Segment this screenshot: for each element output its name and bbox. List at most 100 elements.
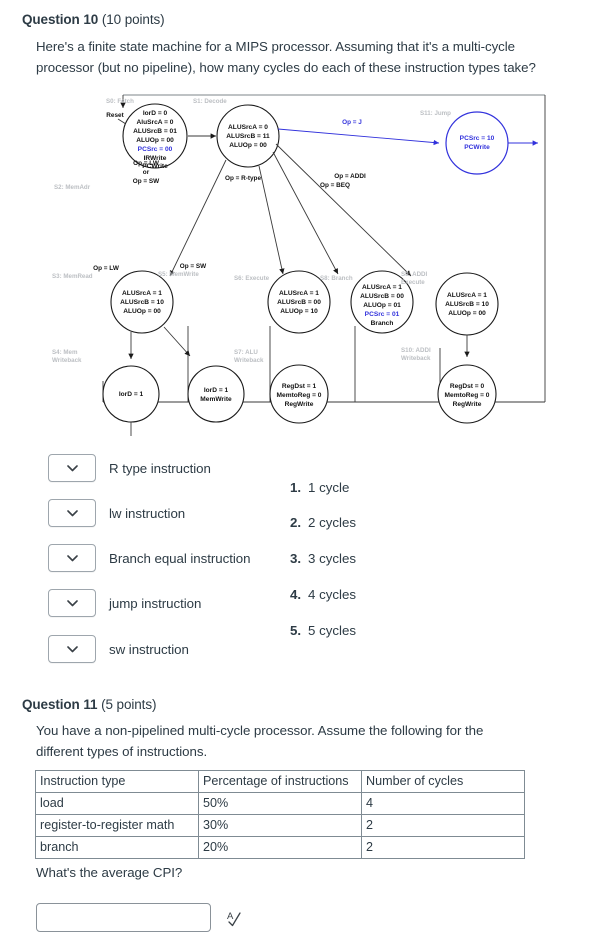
svg-text:RegDst = 1: RegDst = 1	[282, 383, 317, 390]
svg-text:ALUSrcB = 01: ALUSrcB = 01	[133, 128, 177, 135]
svg-text:ALUOp = 01: ALUOp = 01	[363, 302, 401, 309]
svg-text:Execute: Execute	[401, 279, 425, 286]
chevron-down-icon	[66, 509, 78, 516]
svg-text:Op = LW: Op = LW	[93, 265, 120, 272]
dropdown-label-r-type: R type instruction	[109, 460, 211, 476]
table-header-row: Instruction type Percentage of instructi…	[35, 770, 525, 793]
fsm-state-S8	[350, 270, 414, 334]
dropdown-jump-instruction[interactable]	[48, 589, 96, 617]
answer-option-1-number: 1.	[290, 480, 302, 495]
table-header-percentage: Percentage of instructions	[198, 770, 362, 793]
dropdown-branch-equal-instruction[interactable]	[48, 544, 96, 572]
cpi-table: Instruction type Percentage of instructi…	[35, 770, 525, 859]
svg-text:Branch: Branch	[371, 320, 394, 327]
svg-text:IRWrite: IRWrite	[144, 155, 167, 162]
table-cell-type-branch: branch	[35, 836, 199, 859]
dropdown-label-lw: lw instruction	[109, 505, 186, 521]
svg-text:S8: Branch: S8: Branch	[320, 275, 353, 282]
svg-text:S2: MemAdr: S2: MemAdr	[54, 184, 91, 191]
svg-text:MemWrite: MemWrite	[200, 396, 232, 403]
question-11-header: Question 11 (5 points)	[22, 697, 156, 712]
svg-text:Op = BEQ: Op = BEQ	[320, 182, 350, 189]
answer-option-3: 3. 3 cycles	[290, 551, 356, 566]
svg-text:ALUSrcB = 00: ALUSrcB = 00	[360, 293, 404, 300]
svg-text:ALUSrcA = 1: ALUSrcA = 1	[122, 290, 162, 297]
question-10-prompt: Here's a finite state machine for a MIPS…	[36, 36, 556, 78]
chevron-down-icon	[66, 599, 78, 606]
svg-text:ALUOp = 00: ALUOp = 00	[136, 137, 174, 144]
svg-text:S3: MemRead: S3: MemRead	[52, 273, 93, 280]
chevron-down-icon	[66, 554, 78, 561]
answer-option-4-text: 4 cycles	[308, 587, 357, 602]
svg-text:PCWrite: PCWrite	[142, 163, 168, 170]
svg-text:ALUSrcA = 1: ALUSrcA = 1	[362, 284, 402, 291]
svg-text:Op = SW: Op = SW	[133, 178, 160, 185]
svg-text:S4: Mem: S4: Mem	[52, 349, 78, 356]
svg-text:S10: ADDI: S10: ADDI	[401, 347, 431, 354]
svg-text:ALUSrcB = 11: ALUSrcB = 11	[226, 133, 270, 140]
svg-text:ALUOp = 10: ALUOp = 10	[280, 308, 318, 315]
dropdown-lw-instruction[interactable]	[48, 499, 96, 527]
fsm-diagram: .st { fill:#ffffff; stroke:#1a1a1a; stro…	[30, 86, 576, 436]
chevron-down-icon	[66, 645, 78, 652]
answer-option-4-number: 4.	[290, 587, 302, 602]
fsm-state-S0	[122, 103, 188, 169]
svg-text:S6: Execute: S6: Execute	[234, 275, 270, 282]
svg-text:IorD = 1: IorD = 1	[119, 391, 144, 398]
svg-text:ALUSrcA = 1: ALUSrcA = 1	[279, 290, 319, 297]
fsm-state-S2	[110, 270, 174, 334]
svg-text:ALUSrcA = 1: ALUSrcA = 1	[447, 292, 487, 299]
question-11-prompt: You have a non-pipelined multi-cycle pro…	[36, 720, 556, 762]
question-10-title: Question 10	[22, 12, 99, 27]
cpi-answer-input[interactable]	[36, 903, 211, 932]
dropdown-sw-instruction[interactable]	[48, 635, 96, 663]
fsm-state-S11	[445, 111, 509, 175]
svg-text:S5: MemWrite: S5: MemWrite	[158, 271, 199, 278]
svg-text:RegWrite: RegWrite	[285, 401, 314, 408]
table-cell-pct-regmath: 30%	[198, 814, 362, 837]
svg-text:Op = LW: Op = LW	[133, 160, 160, 167]
svg-text:PCSrc = 10: PCSrc = 10	[460, 135, 495, 142]
question-10-points: (10 points)	[101, 12, 165, 27]
fsm-state-S1	[216, 104, 280, 168]
answer-option-2-text: 2 cycles	[308, 515, 357, 530]
table-cell-cycles-branch: 2	[361, 836, 525, 859]
fsm-state-S6	[267, 270, 331, 334]
svg-text:S1: Decode: S1: Decode	[193, 98, 227, 105]
dropdown-label-branch-equal: Branch equal instruction	[109, 550, 251, 566]
svg-text:IorD = 1: IorD = 1	[204, 387, 229, 394]
dropdown-row-sw: sw instruction	[48, 635, 189, 663]
table-row: register-to-register math 30% 2	[35, 814, 525, 837]
svg-text:Writeback: Writeback	[52, 357, 82, 364]
question-10-prompt-line-2: processor (but no pipeline), how many cy…	[36, 60, 536, 75]
svg-text:ALUSrcB = 10: ALUSrcB = 10	[120, 299, 164, 306]
svg-text:PCSrc = 01: PCSrc = 01	[365, 311, 400, 318]
table-cell-type-load: load	[35, 792, 199, 815]
answer-option-3-text: 3 cycles	[308, 551, 357, 566]
dropdown-row-lw: lw instruction	[48, 499, 185, 527]
question-10-prompt-line-1: Here's a finite state machine for a MIPS…	[36, 39, 516, 54]
svg-text:RegWrite: RegWrite	[453, 401, 482, 408]
table-cell-cycles-load: 4	[361, 792, 525, 815]
question-11-prompt-line-2: different types of instructions.	[36, 744, 208, 759]
svg-text:PCSrc = 00: PCSrc = 00	[138, 146, 173, 153]
svg-text:MemtoReg = 0: MemtoReg = 0	[277, 392, 322, 399]
dropdown-r-type-instruction[interactable]	[48, 454, 96, 482]
table-header-cycles: Number of cycles	[361, 770, 525, 793]
svg-text:Op = SW: Op = SW	[180, 263, 207, 270]
answer-option-4: 4. 4 cycles	[290, 587, 356, 602]
fsm-state-S5	[187, 365, 245, 423]
answer-option-1-text: 1 cycle	[308, 480, 350, 495]
spellcheck-icon[interactable]: A	[225, 909, 243, 927]
answer-option-2: 2. 2 cycles	[290, 515, 356, 530]
answer-option-3-number: 3.	[290, 551, 302, 566]
svg-text:or: or	[143, 169, 150, 176]
svg-text:ALUOp = 00: ALUOp = 00	[448, 310, 486, 317]
svg-text:MemtoReg = 0: MemtoReg = 0	[445, 392, 490, 399]
table-row: load 50% 4	[35, 792, 525, 815]
table-row: branch 20% 2	[35, 836, 525, 859]
svg-text:ALUSrcB = 10: ALUSrcB = 10	[445, 301, 489, 308]
table-cell-type-regmath: register-to-register math	[35, 814, 199, 837]
fsm-reset-label: Reset	[106, 112, 124, 119]
